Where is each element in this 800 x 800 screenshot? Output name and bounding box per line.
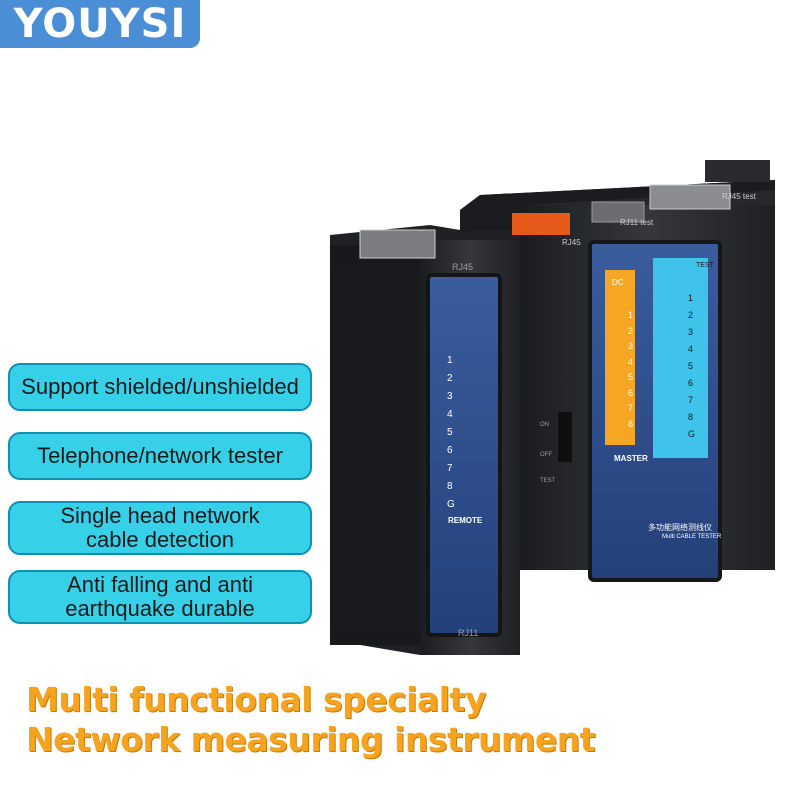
master-port-rj45-label: RJ45 bbox=[562, 238, 581, 247]
master-led-row: 3 bbox=[628, 341, 648, 357]
test-led-label: 1 bbox=[688, 293, 694, 303]
remote-led-label: 2 bbox=[447, 373, 453, 384]
remote-led-label: 5 bbox=[447, 427, 453, 438]
headline-line-2: Network measuring instrument bbox=[26, 720, 596, 759]
remote-port-rj45 bbox=[359, 229, 436, 259]
remote-led-label: 3 bbox=[447, 391, 453, 402]
cable-tester-device bbox=[330, 160, 775, 655]
remote-port-label: RJ45 bbox=[452, 262, 474, 272]
master-port-rj45-test-label: RJ45 test bbox=[722, 192, 756, 201]
master-dc-label: DC bbox=[612, 278, 624, 287]
remote-panel bbox=[426, 273, 502, 637]
remote-led-row: 8 bbox=[447, 481, 487, 499]
master-led-label: 6 bbox=[628, 387, 634, 398]
master-led-label: 2 bbox=[628, 325, 634, 336]
switch-label-on: ON bbox=[540, 422, 549, 428]
device-labels: RJ45 RJ11 REMOTE 1 2 3 4 5 6 7 8 G RJ45 … bbox=[300, 150, 790, 670]
remote-led-row: G bbox=[447, 499, 487, 517]
test-led-strip bbox=[653, 258, 708, 458]
switch-label-off: OFF bbox=[540, 452, 552, 458]
master-port-rj11-label: RJ11 test bbox=[620, 218, 654, 227]
feature-text: earthquake durable bbox=[65, 596, 255, 621]
test-led-label: 2 bbox=[688, 310, 694, 320]
test-led-label: 5 bbox=[688, 361, 694, 371]
headline-line-1: Multi functional specialty bbox=[26, 680, 486, 719]
remote-led-row: 7 bbox=[447, 463, 487, 481]
test-led-label: 4 bbox=[688, 344, 694, 354]
test-led-row: 7 bbox=[688, 395, 706, 412]
feature-text: Single head network bbox=[60, 503, 260, 528]
remote-led-row: 6 bbox=[447, 445, 487, 463]
test-led-label: 3 bbox=[688, 327, 694, 337]
remote-led-label: 6 bbox=[447, 445, 453, 456]
master-port-rj45-test bbox=[649, 184, 731, 210]
master-led-list: 1 2 3 4 5 6 7 8 bbox=[628, 310, 648, 434]
master-led-label: 4 bbox=[628, 356, 634, 367]
remote-led-list: 1 2 3 4 5 6 7 8 G bbox=[447, 355, 487, 517]
remote-led-label: 7 bbox=[447, 463, 453, 474]
master-led-label: 3 bbox=[628, 341, 634, 351]
brand-logo-text: YOUYSI bbox=[13, 1, 187, 47]
feature-pill-durable: Anti falling and anti earthquake durable bbox=[8, 570, 312, 624]
test-led-row: 4 bbox=[688, 344, 706, 361]
test-led-list: 1 2 3 4 5 6 7 8 G bbox=[688, 293, 706, 446]
test-led-row: 1 bbox=[688, 293, 706, 310]
feature-pill-tester: Telephone/network tester bbox=[8, 432, 312, 480]
remote-led-row: 1 bbox=[447, 355, 487, 373]
master-led-label: 1 bbox=[628, 310, 634, 320]
master-led-label: 8 bbox=[628, 418, 634, 429]
remote-led-row: 5 bbox=[447, 427, 487, 445]
power-switch bbox=[558, 412, 572, 462]
remote-led-row: 4 bbox=[447, 409, 487, 427]
switch-label-test: TEST bbox=[540, 478, 556, 484]
headline: Multi functional specialty Network measu… bbox=[26, 680, 796, 760]
master-led-row: 7 bbox=[628, 403, 648, 419]
master-led-label: 5 bbox=[628, 372, 634, 382]
feature-text: Support shielded/unshielded bbox=[21, 374, 299, 399]
master-port-rj45 bbox=[512, 213, 570, 235]
test-led-label: 8 bbox=[688, 412, 694, 422]
master-led-row: 6 bbox=[628, 388, 648, 404]
remote-led-label: G bbox=[447, 499, 455, 510]
test-led-label: 7 bbox=[688, 395, 694, 405]
test-led-label: 6 bbox=[688, 378, 694, 388]
chinese-product-name: 多功能网络测线仪 bbox=[648, 523, 712, 532]
remote-led-row: 3 bbox=[447, 391, 487, 409]
remote-led-label: 8 bbox=[447, 481, 453, 492]
remote-led-label: 4 bbox=[447, 409, 453, 420]
test-led-row: 5 bbox=[688, 361, 706, 378]
feature-pill-single-head: Single head network cable detection bbox=[8, 501, 312, 555]
remote-bottom-label: RJ11 bbox=[458, 628, 479, 638]
master-led-row: 8 bbox=[628, 419, 648, 435]
remote-unit bbox=[330, 225, 520, 655]
test-led-row: 3 bbox=[688, 327, 706, 344]
master-led-row: 1 bbox=[628, 310, 648, 326]
remote-side-ridges bbox=[332, 270, 420, 630]
test-led-row: 6 bbox=[688, 378, 706, 395]
feature-text: Anti falling and anti bbox=[67, 572, 253, 597]
master-led-row: 2 bbox=[628, 326, 648, 342]
master-port-rj11 bbox=[591, 201, 645, 223]
remote-led-row: 2 bbox=[447, 373, 487, 391]
remote-led-label: 1 bbox=[447, 355, 453, 366]
test-led-row: G bbox=[688, 429, 706, 446]
feature-text: cable detection bbox=[86, 527, 234, 552]
test-led-row: 8 bbox=[688, 412, 706, 429]
test-led-row: 2 bbox=[688, 310, 706, 327]
brand-badge: YOUYSI bbox=[0, 0, 200, 48]
master-panel-label: MASTER bbox=[614, 454, 648, 463]
test-led-label: G bbox=[688, 429, 696, 439]
master-led-strip bbox=[605, 270, 635, 445]
master-led-row: 5 bbox=[628, 372, 648, 388]
remote-panel-label: REMOTE bbox=[448, 516, 483, 525]
product-name: Multi CABLE TESTER bbox=[662, 534, 722, 540]
feature-text: Telephone/network tester bbox=[37, 443, 283, 468]
test-label: TEST bbox=[696, 262, 714, 269]
feature-pill-shielded: Support shielded/unshielded bbox=[8, 363, 312, 411]
master-led-label: 7 bbox=[628, 403, 634, 413]
master-led-row: 4 bbox=[628, 357, 648, 373]
